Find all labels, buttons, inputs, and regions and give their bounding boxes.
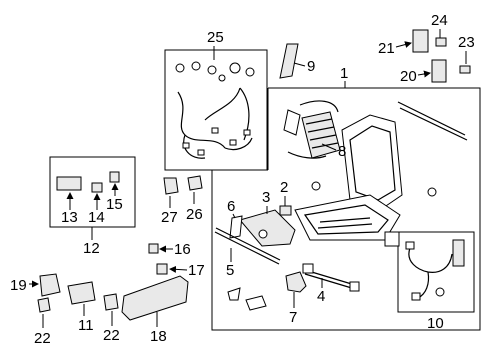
part-7-handle <box>285 271 307 293</box>
part-21-cover <box>412 29 429 53</box>
callout-19: 19 <box>10 277 27 294</box>
callout-22-left: 22 <box>34 330 51 347</box>
callout-3: 3 <box>262 189 270 206</box>
callout-9: 9 <box>307 58 315 75</box>
callout-15: 15 <box>106 196 123 213</box>
callout-26: 26 <box>186 206 203 223</box>
part-19-bracket <box>39 273 61 297</box>
bottom-clip-right <box>245 295 267 311</box>
part-22-clip-right <box>103 293 119 311</box>
callout-7: 7 <box>289 309 297 326</box>
callout-4: 4 <box>317 288 325 305</box>
callout-21: 21 <box>378 40 395 57</box>
part-26-clip <box>187 175 203 191</box>
seat-frame <box>283 100 468 247</box>
part-5-rod <box>214 227 281 265</box>
part-17-clip <box>156 263 168 275</box>
callout-10: 10 <box>427 315 444 332</box>
callout-12: 12 <box>83 240 100 257</box>
part-6-bracket <box>229 215 243 239</box>
callout-11: 11 <box>78 317 94 334</box>
callout-6: 6 <box>227 198 235 215</box>
callout-2: 2 <box>280 179 288 196</box>
callout-24: 24 <box>431 12 448 29</box>
callout-13: 13 <box>61 209 78 226</box>
part-18-cover <box>121 275 189 321</box>
part-16-clip <box>148 243 159 254</box>
wire-harness <box>175 61 255 159</box>
callout-17: 17 <box>188 262 205 279</box>
callout-8: 8 <box>338 143 346 160</box>
callout-23: 23 <box>458 34 475 51</box>
callout-16: 16 <box>174 241 191 258</box>
callout-1: 1 <box>340 65 348 82</box>
part-23-clip <box>459 65 471 74</box>
part-27-clip <box>163 177 179 195</box>
part-14-clip <box>91 182 103 193</box>
part-24-clip <box>435 37 447 47</box>
box-10-frame <box>397 231 475 313</box>
part-4-rail <box>302 263 360 292</box>
callout-18: 18 <box>150 328 167 345</box>
part-10-cable <box>405 239 465 301</box>
part-15-clip <box>109 171 120 183</box>
part-20-cover <box>431 59 447 83</box>
callout-5: 5 <box>226 262 234 279</box>
seat-assembly-frame <box>211 87 481 331</box>
part-2-clip <box>279 205 292 216</box>
bottom-clip-left <box>227 287 241 301</box>
callout-20: 20 <box>400 68 417 85</box>
part-13-block <box>56 176 82 191</box>
callout-27: 27 <box>161 209 178 226</box>
part-22-clip-left <box>37 297 51 313</box>
part-11-trim <box>67 281 96 305</box>
callout-25: 25 <box>207 29 224 46</box>
part-9-trim <box>279 43 299 79</box>
callout-22-right: 22 <box>103 327 120 344</box>
callout-14: 14 <box>88 209 105 226</box>
part-3-trim <box>239 209 296 247</box>
